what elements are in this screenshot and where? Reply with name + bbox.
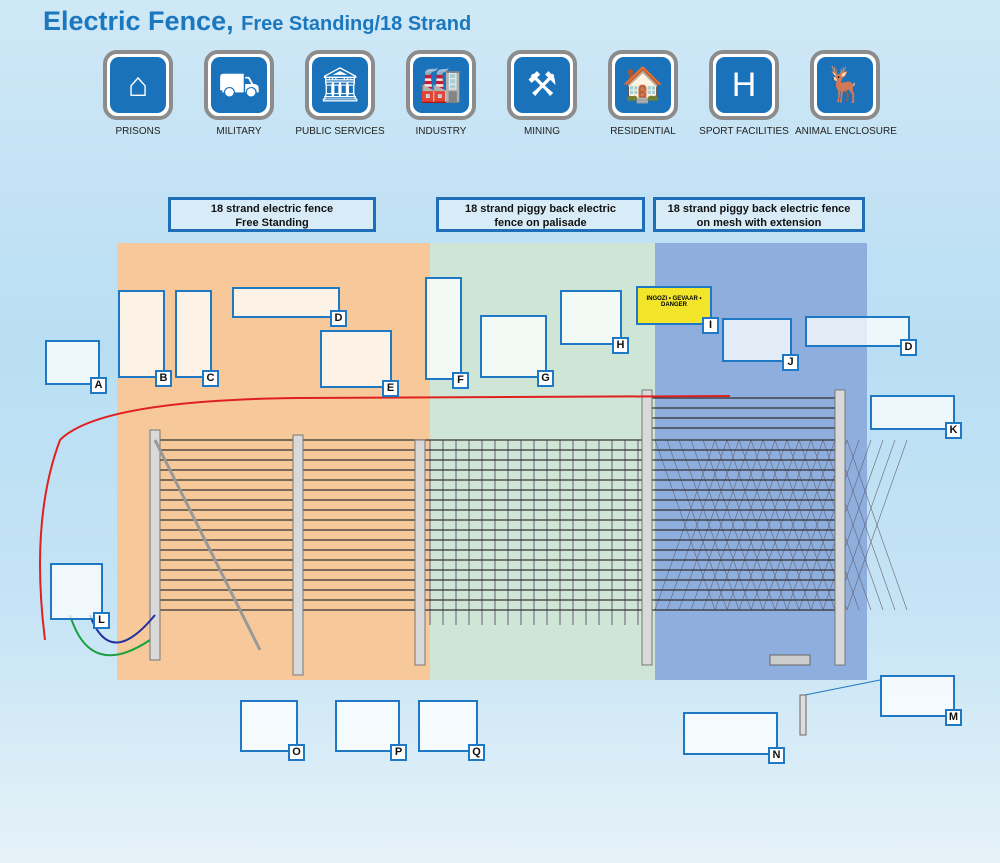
part-photo-q — [418, 700, 478, 752]
part-photo-n — [683, 712, 778, 755]
category-industry: 🏭INDUSTRY — [391, 50, 491, 137]
mesh-wire — [666, 439, 728, 611]
factory-icon: 🏭 — [413, 57, 469, 113]
part-label-q: Q — [468, 744, 485, 761]
danger-sign-text: INGOZI • GEVAAR • DANGER — [646, 296, 702, 308]
part-photo-k — [870, 395, 955, 430]
category-military: ⛟MILITARY — [189, 50, 289, 137]
category-public-services: 🏛PUBLIC SERVICES — [290, 50, 390, 137]
part-label-b: B — [155, 370, 172, 387]
part-label-p: P — [390, 744, 407, 761]
house-icon: 🏠 — [615, 57, 671, 113]
fence-post — [641, 389, 653, 666]
part-photo-f — [425, 277, 462, 380]
mesh-wire — [774, 439, 836, 611]
mesh-wire — [846, 439, 908, 611]
part-photo-e — [320, 330, 392, 388]
live-wire — [39, 395, 731, 641]
part-label-a: A — [90, 377, 107, 394]
part-photo-b — [118, 290, 165, 378]
part-photo-i: INGOZI • GEVAAR • DANGER — [636, 286, 712, 325]
prison-house-icon: ⌂ — [110, 57, 166, 113]
part-label-m: M — [945, 709, 962, 726]
mesh-wire — [750, 439, 812, 611]
earth-spike-clamp — [769, 654, 811, 666]
part-photo-d — [232, 287, 340, 318]
part-label-d: D — [330, 310, 347, 327]
part-photo-o — [240, 700, 298, 752]
part-photo-c — [175, 290, 212, 378]
fence-post — [292, 434, 304, 676]
page-title: Electric Fence, Free Standing/18 Strand — [43, 6, 472, 36]
tank-icon: ⛟ — [211, 57, 267, 113]
mesh-wire — [714, 439, 776, 611]
mesh-wire — [690, 439, 752, 611]
public-building-icon: 🏛 — [312, 57, 368, 113]
category-animal-enclosure: 🦌ANIMAL ENCLOSURE — [795, 50, 897, 137]
part-photo-p — [335, 700, 400, 752]
part-label-n: N — [768, 747, 785, 764]
category-residential: 🏠RESIDENTIAL — [593, 50, 693, 137]
earth-spike — [799, 694, 807, 736]
part-label-l: L — [93, 612, 110, 629]
fence-post — [149, 429, 161, 661]
mesh-wire — [726, 439, 788, 611]
mesh-wire — [678, 439, 740, 611]
pick-shovel-icon: ⚒ — [514, 57, 570, 113]
part-label-o: O — [288, 744, 305, 761]
part-label-g: G — [537, 370, 554, 387]
part-photo-g — [480, 315, 547, 378]
fence-post — [834, 389, 846, 666]
stay-brace — [153, 439, 262, 651]
part-photo-h — [560, 290, 622, 345]
mesh-wire — [822, 439, 884, 611]
deer-icon: 🦌 — [817, 57, 873, 113]
part-label-d: D — [900, 339, 917, 356]
mesh-wire — [762, 439, 824, 611]
part-photo-m — [880, 675, 955, 717]
part-label-i: I — [702, 317, 719, 334]
part-photo-j — [722, 318, 792, 362]
category-mining: ⚒MINING — [492, 50, 592, 137]
mesh-wire — [738, 439, 800, 611]
part-label-k: K — [945, 422, 962, 439]
fence-post — [414, 439, 426, 666]
goal-post-icon: H — [716, 57, 772, 113]
earth-wire — [69, 614, 151, 657]
mesh-wire — [654, 439, 716, 611]
part-photo-d — [805, 316, 910, 347]
mesh-wire — [798, 439, 860, 611]
part-photo-l — [50, 563, 103, 620]
leader-line — [804, 679, 881, 696]
part-label-j: J — [782, 354, 799, 371]
mesh-wire — [702, 439, 764, 611]
part-label-h: H — [612, 337, 629, 354]
part-label-f: F — [452, 372, 469, 389]
part-label-e: E — [382, 380, 399, 397]
category-prisons: ⌂PRISONS — [88, 50, 188, 137]
part-label-c: C — [202, 370, 219, 387]
